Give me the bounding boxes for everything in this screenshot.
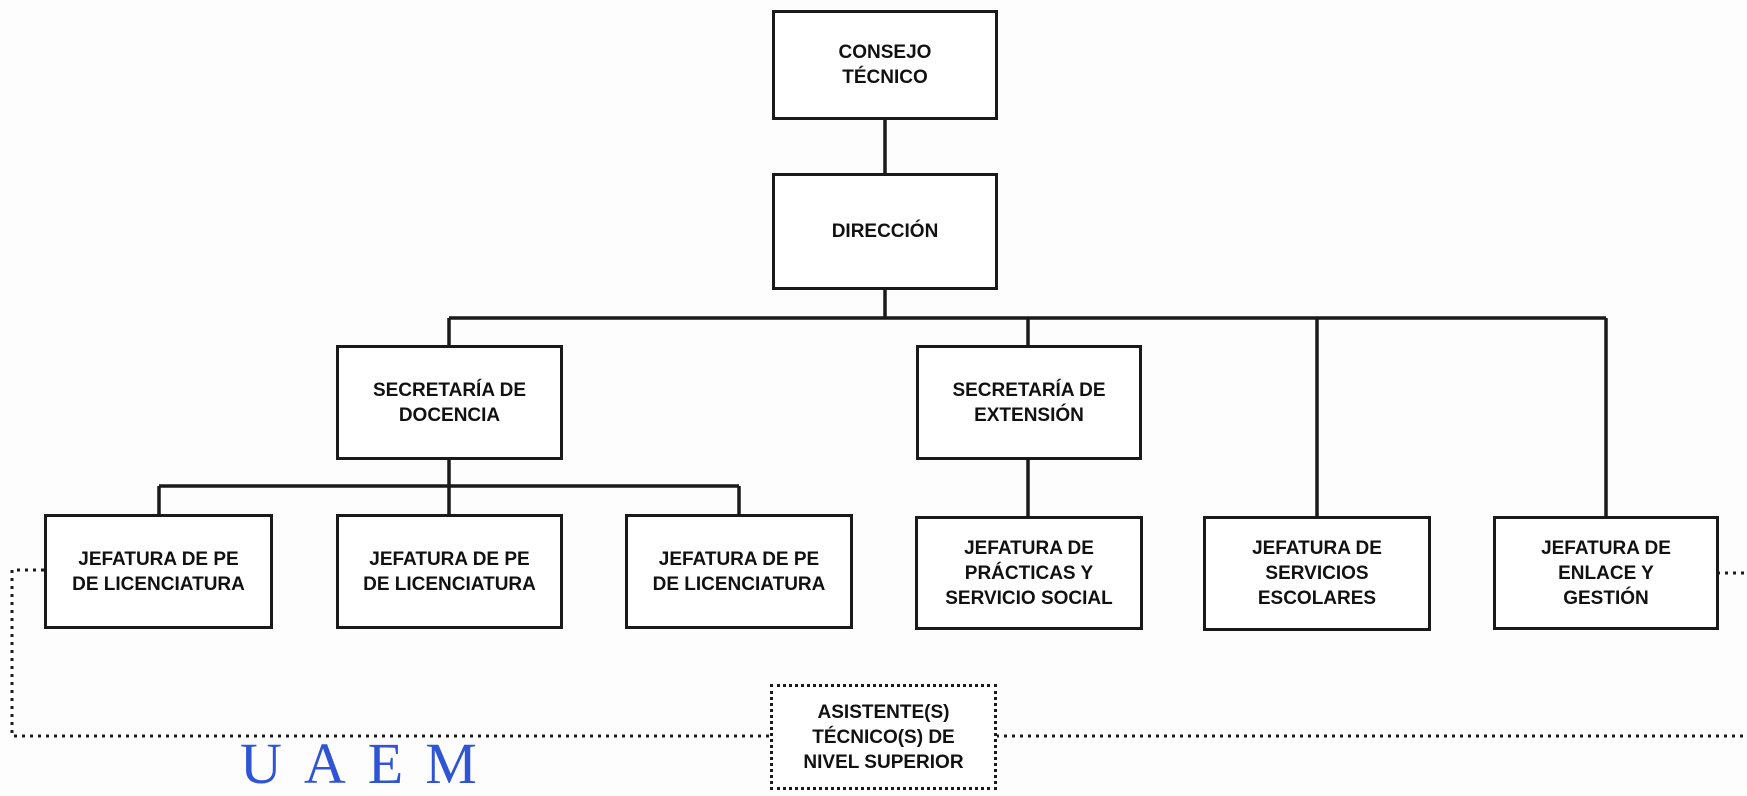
asistentes-tecnicos-label: ASISTENTE(S) TÉCNICO(S) DE NIVEL SUPERIO…: [803, 701, 964, 773]
box-jefatura-pe-2: JEFATURA DE PE DE LICENCIATURA: [336, 514, 563, 629]
jefatura-practicas-label: JEFATURA DE PRÁCTICAS Y SERVICIO SOCIAL: [945, 537, 1113, 609]
box-jefatura-practicas: JEFATURA DE PRÁCTICAS Y SERVICIO SOCIAL: [915, 516, 1143, 630]
dotted-connector-left: [10, 568, 772, 738]
box-jefatura-servicios: JEFATURA DE SERVICIOS ESCOLARES: [1203, 516, 1431, 631]
secretaria-docencia-label: SECRETARÍA DE DOCENCIA: [372, 379, 527, 426]
box-jefatura-pe-1: JEFATURA DE PE DE LICENCIATURA: [44, 514, 273, 629]
box-consejo-tecnico: CONSEJO TÉCNICO: [772, 10, 998, 120]
consejo-tecnico-label: CONSEJO TÉCNICO: [838, 42, 932, 88]
secretaria-extension-label: SECRETARÍA DE EXTENSIÓN: [952, 379, 1106, 426]
jefatura-pe-1-label: JEFATURA DE PE DE LICENCIATURA: [72, 548, 245, 595]
box-jefatura-pe-3: JEFATURA DE PE DE LICENCIATURA: [625, 514, 853, 629]
box-secretaria-extension: SECRETARÍA DE EXTENSIÓN: [916, 345, 1142, 460]
jefatura-pe-2-label: JEFATURA DE PE DE LICENCIATURA: [363, 548, 536, 595]
jefatura-enlace-label: JEFATURA DE ENLACE Y GESTIÓN: [1541, 537, 1671, 609]
box-jefatura-enlace: JEFATURA DE ENLACE Y GESTIÓN: [1493, 516, 1719, 630]
box-secretaria-docencia: SECRETARÍA DE DOCENCIA: [336, 345, 563, 460]
jefatura-pe-3-label: JEFATURA DE PE DE LICENCIATURA: [652, 548, 826, 595]
uaem-stamp: UAEM: [240, 731, 499, 796]
direccion-label: DIRECCIÓN: [831, 221, 939, 242]
box-direccion: DIRECCIÓN: [772, 173, 998, 290]
box-asistentes-tecnicos: ASISTENTE(S) TÉCNICO(S) DE NIVEL SUPERIO…: [770, 684, 997, 790]
jefatura-servicios-label: JEFATURA DE SERVICIOS ESCOLARES: [1252, 538, 1382, 609]
